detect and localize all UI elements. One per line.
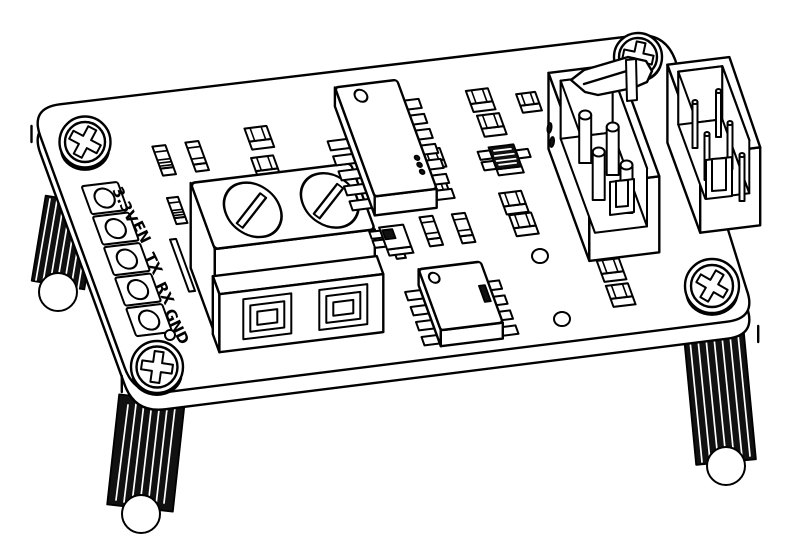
pad-hole-en — [104, 218, 127, 240]
screw-bottom-right — [683, 257, 741, 316]
chip-c15 — [450, 211, 477, 245]
chip-c14 — [418, 214, 445, 248]
terminal-top-face — [190, 162, 375, 250]
connector-shrouded-right — [666, 55, 762, 234]
screw-top-left — [58, 115, 112, 171]
chip-c10 — [515, 90, 543, 114]
sliver-part-1 — [168, 237, 197, 293]
chip-c11 — [497, 189, 530, 216]
chip-c9 — [475, 112, 508, 138]
standoff-leg-front-right — [681, 311, 757, 486]
chip-c1 — [151, 144, 178, 177]
soic14-top-face — [334, 78, 438, 198]
sc70-part — [368, 223, 415, 260]
standoff-leg-front-left — [106, 393, 186, 534]
vias — [164, 248, 571, 341]
wire-entry-1 — [242, 292, 293, 341]
sot23-transistor — [476, 143, 532, 177]
header-pads — [81, 181, 173, 338]
screw-terminal-block — [189, 162, 385, 354]
connB-notch-tab — [711, 157, 727, 192]
chip-c3 — [165, 195, 189, 226]
chip-c8 — [464, 87, 497, 114]
soic8-ic — [404, 260, 520, 348]
connector-socket-left — [546, 55, 661, 263]
chip-c4 — [243, 124, 276, 151]
pad-hole-3v3 — [93, 187, 116, 209]
chip-c2 — [184, 140, 211, 173]
board-edge-ticks — [30, 124, 760, 394]
pad-hole-rx — [126, 279, 150, 301]
wire-entry-2 — [318, 283, 369, 331]
chip-c17 — [604, 282, 637, 308]
soic8-top-face — [418, 260, 504, 332]
chip-c16 — [595, 257, 628, 283]
connA-notch-tab — [615, 179, 629, 208]
pad-hole-tx — [115, 248, 139, 270]
soic8-pin1-dot — [427, 271, 441, 284]
screw-bottom-left — [129, 339, 185, 396]
soic14-pin1-dot — [353, 88, 369, 103]
soic14-ic — [326, 78, 456, 217]
connA-post — [625, 58, 638, 102]
chip-c12 — [508, 211, 540, 238]
pad-hole-gnd — [137, 309, 161, 331]
soic8-pins-left — [404, 289, 442, 347]
